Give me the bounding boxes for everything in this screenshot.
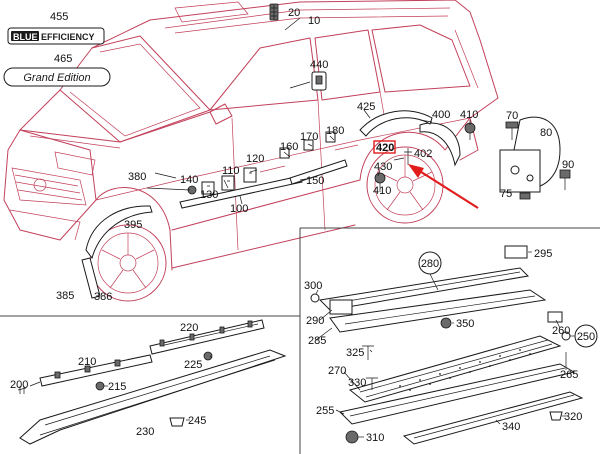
badge-blue-text: BLUE — [13, 32, 38, 42]
callout-402: 402 — [414, 148, 432, 160]
screw-icon — [464, 122, 476, 140]
callout-280: 280 — [421, 258, 439, 270]
callout-170: 170 — [300, 131, 318, 143]
grand-edition-text: Grand Edition — [23, 72, 90, 84]
callout-215: 215 — [108, 381, 126, 393]
callout-410-rear: 410 — [460, 109, 478, 121]
clip-icon — [279, 131, 336, 159]
callout-20: 20 — [288, 7, 300, 19]
callout-386: 386 — [94, 291, 112, 303]
callout-210: 210 — [78, 356, 96, 368]
callout-255: 255 — [316, 405, 334, 417]
badge-efficiency-text: EFFICIENCY — [41, 32, 95, 42]
callouts-top: 455 465 20 10 440 380 425 400 410 70 80 … — [50, 7, 574, 303]
callout-200: 200 — [10, 379, 28, 391]
callout-180: 180 — [326, 125, 344, 137]
callout-295: 295 — [534, 248, 552, 260]
callout-130: 130 — [200, 189, 218, 201]
clip-icon — [519, 192, 531, 200]
callout-110: 110 — [222, 165, 240, 177]
highlight-box — [373, 140, 396, 154]
blue-efficiency-badge: BLUE EFFICIENCY — [7, 27, 105, 45]
callout-385: 385 — [56, 290, 74, 302]
callout-300: 300 — [304, 280, 322, 292]
callout-410-front: 410 — [373, 185, 391, 197]
callout-120: 120 — [246, 153, 264, 165]
callout-425: 425 — [357, 101, 375, 113]
callout-250: 250 — [577, 331, 595, 343]
door-moulding-icon — [289, 159, 348, 185]
callout-ring-280 — [418, 251, 442, 275]
leader-lines-top — [146, 109, 471, 205]
callout-75: 75 — [500, 188, 512, 200]
flare-extension-icon — [81, 257, 101, 299]
callout-455: 455 — [50, 11, 68, 23]
callout-395: 395 — [124, 219, 142, 231]
callout-90: 90 — [562, 159, 574, 171]
callout-430: 430 — [374, 161, 392, 173]
callout-310: 310 — [366, 432, 384, 444]
clip-icon — [404, 148, 412, 165]
callout-70: 70 — [506, 110, 518, 122]
leader-lines-lower-left — [29, 355, 213, 421]
callouts-lower-left: 220 210 225 200 215 245 230 — [10, 322, 206, 438]
rear-wheel-flare-icon — [359, 110, 433, 137]
callout-400: 400 — [432, 109, 450, 121]
callout-290: 290 — [306, 315, 324, 327]
callout-10: 10 — [308, 15, 320, 27]
callout-265: 265 — [560, 369, 578, 381]
callouts-lower-right: 280 295 300 290 285 350 325 270 330 260 … — [304, 248, 598, 444]
callout-420: 420 — [376, 142, 394, 154]
red-arrow-icon — [408, 164, 479, 209]
callout-330: 330 — [348, 377, 366, 389]
callout-140: 140 — [180, 174, 198, 186]
callout-230: 230 — [136, 426, 154, 438]
callout-80: 80 — [540, 127, 552, 139]
callout-225: 225 — [184, 359, 202, 371]
callout-350: 350 — [456, 318, 474, 330]
screw-icon — [559, 169, 571, 190]
callout-325: 325 — [346, 347, 364, 359]
callout-380: 380 — [128, 171, 146, 183]
callout-260: 260 — [552, 325, 570, 337]
front-wheel-flare-icon — [85, 205, 153, 260]
callout-220: 220 — [180, 322, 198, 334]
callout-465: 465 — [54, 53, 72, 65]
switch-icon — [311, 71, 327, 91]
vehicle-outline — [3, 0, 499, 302]
callout-340: 340 — [502, 421, 520, 433]
callout-285: 285 — [308, 335, 326, 347]
side-skirt-assembly — [17, 319, 287, 445]
wheel-arch-liner-icon — [419, 122, 461, 167]
callout-ring-250 — [574, 324, 598, 348]
callout-320: 320 — [564, 411, 582, 423]
door-moulding-icon — [179, 175, 303, 209]
leader-lines-lower-right — [315, 251, 576, 438]
clip-icon — [374, 172, 386, 192]
running-board-assembly — [310, 245, 584, 445]
callout-270: 270 — [328, 365, 346, 377]
callout-440: 440 — [310, 59, 328, 71]
clip-icon — [269, 3, 279, 21]
mud-flap-icon — [499, 116, 561, 193]
callout-245: 245 — [188, 415, 206, 427]
trim-clip-icon — [187, 167, 257, 195]
grand-edition-badge: Grand Edition — [3, 67, 111, 87]
callout-160: 160 — [280, 141, 298, 153]
callout-100: 100 — [230, 203, 248, 215]
callout-150: 150 — [306, 175, 324, 187]
lower-right-frame — [299, 227, 600, 454]
